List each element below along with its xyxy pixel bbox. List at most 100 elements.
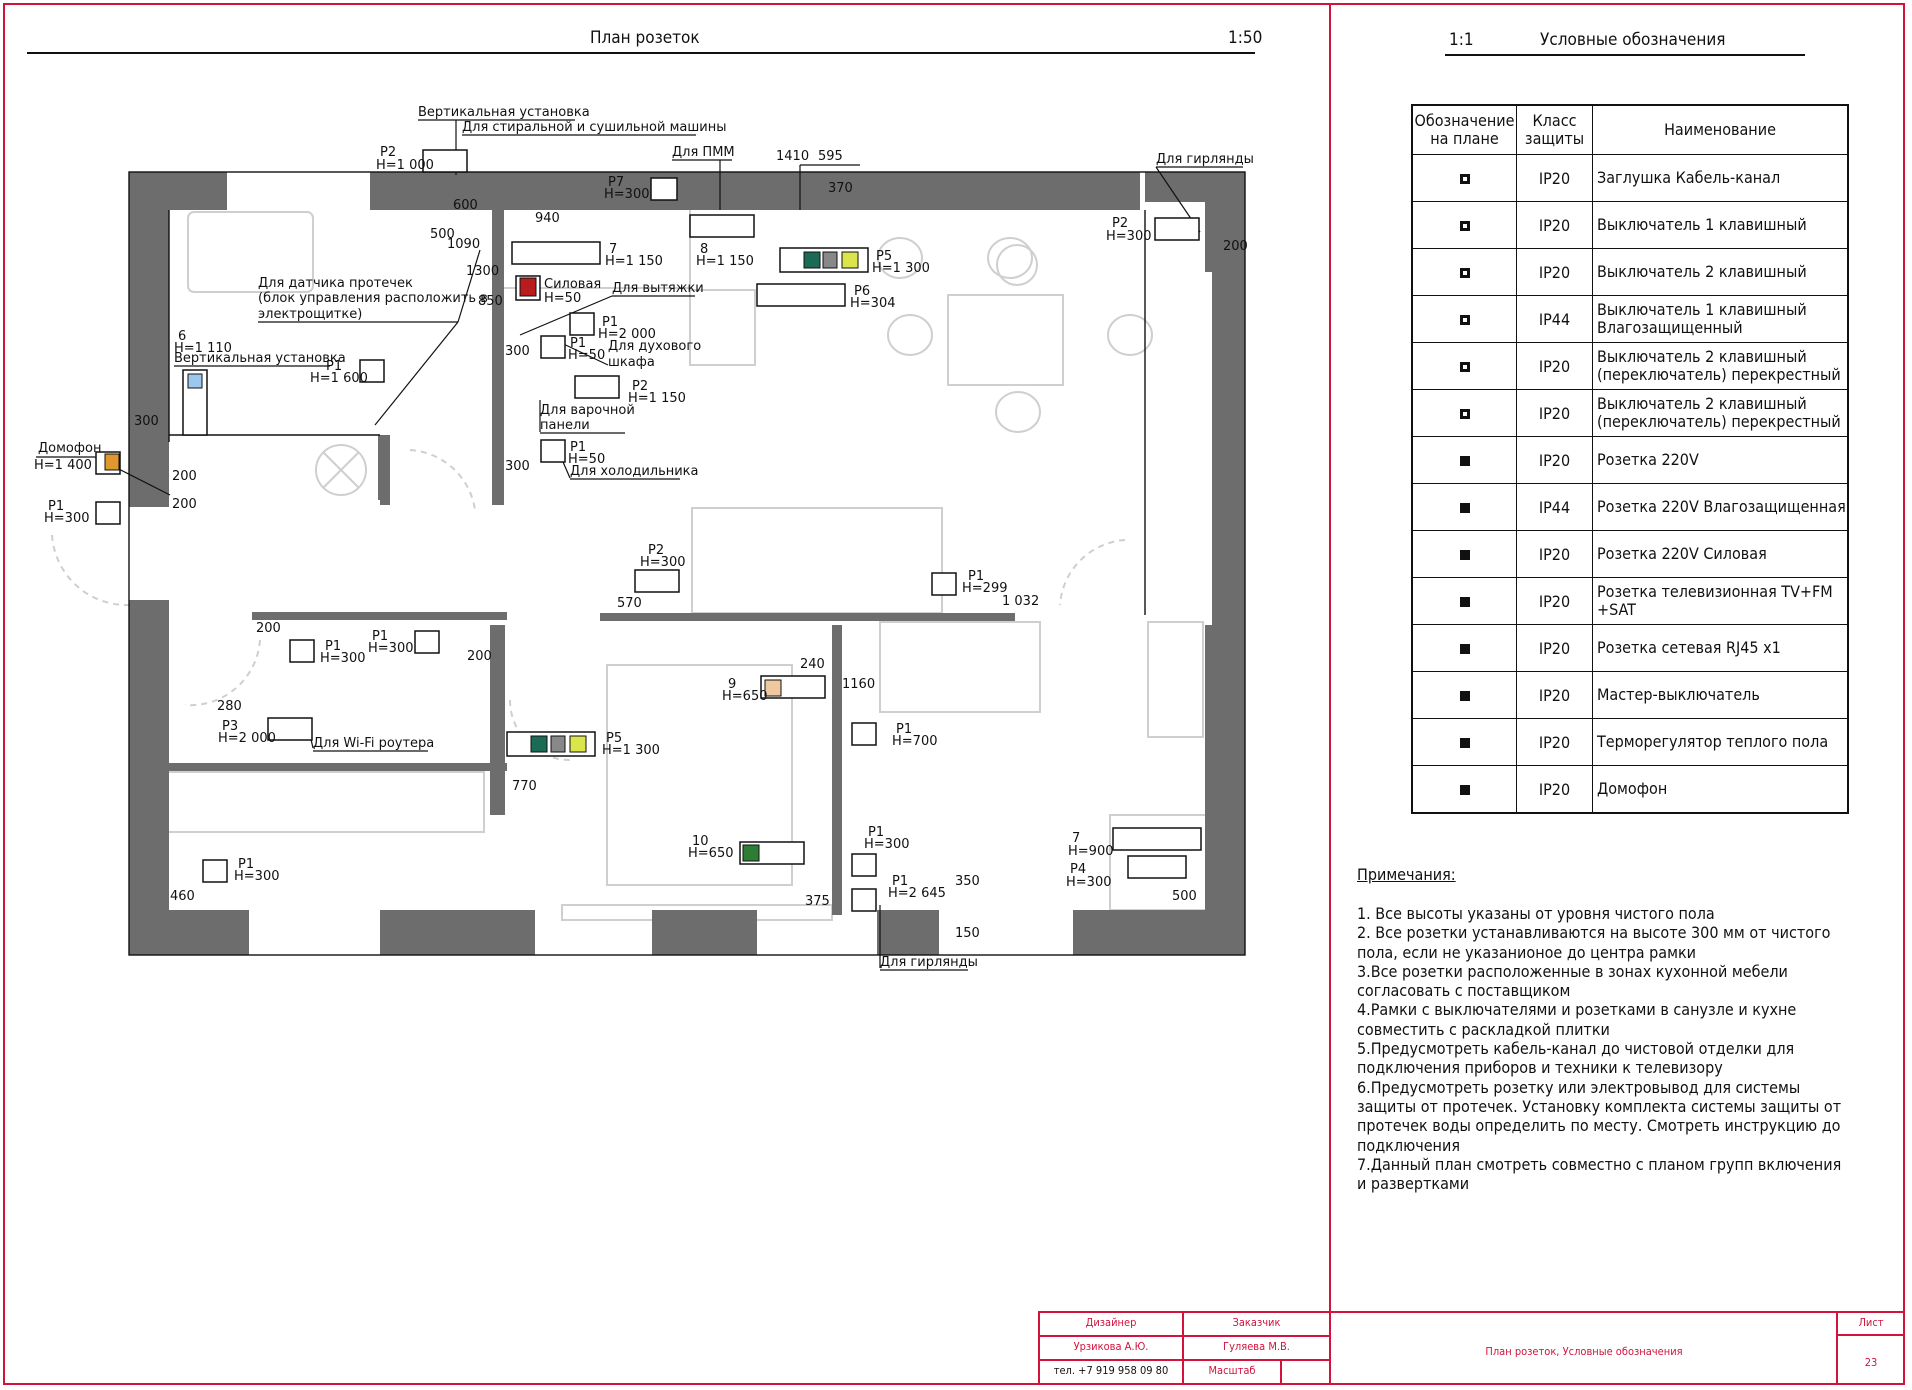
mark-line1: 6 bbox=[178, 329, 186, 344]
mark-line1: Р4 bbox=[1070, 862, 1086, 877]
note-item: 5.Предусмотреть кабель-канал до чистовой… bbox=[1357, 1039, 1795, 1078]
mark-line1: Р2 bbox=[380, 145, 396, 160]
legend-table: Обозначение на плане Класс защиты Наимен… bbox=[1411, 104, 1849, 814]
mark-line1: Р1 bbox=[896, 722, 912, 737]
mark-line1: Р2 bbox=[648, 543, 664, 558]
legend-item-name: Розетка 220V Влагозащищенная bbox=[1592, 483, 1849, 531]
dim: 240 bbox=[800, 657, 825, 672]
label-hob: Для варочной bbox=[540, 403, 635, 418]
stamp-designer-phone: тел. +7 919 958 09 80 bbox=[1053, 1364, 1169, 1377]
plan-title: План розеток bbox=[590, 28, 700, 48]
legend-item-name: Розетка 220V Силовая bbox=[1592, 530, 1849, 578]
legend-symbol-cell bbox=[1411, 436, 1517, 484]
legend-protection-class: IP20 bbox=[1516, 718, 1593, 766]
mark-line2: Н=299 bbox=[962, 581, 1007, 596]
legend-symbol-cell bbox=[1411, 718, 1517, 766]
mark-line1: Р7 bbox=[608, 175, 624, 190]
legend-protection-class: IP20 bbox=[1516, 624, 1593, 672]
mark-line1: Р1 bbox=[602, 315, 618, 330]
device-marks: Р2 Н=1 000 Р7 Н=300 Р2 Н=300 7 Н=1 150 8… bbox=[34, 145, 1151, 901]
legend-symbol-cell bbox=[1411, 530, 1517, 578]
note-item: 4.Рамки с выключателями и розетками в са… bbox=[1357, 1000, 1797, 1039]
mark-line1: Р2 bbox=[1112, 216, 1128, 231]
mark-line2: Н=300 bbox=[44, 511, 89, 526]
legend-item-name: Выключатель 1 клавишный bbox=[1592, 201, 1849, 249]
legend-protection-class: IP44 bbox=[1516, 483, 1593, 531]
mark-line1: Р3 bbox=[222, 719, 238, 734]
mark-line2: Н=304 bbox=[850, 296, 895, 311]
outline-layer bbox=[128, 171, 1246, 956]
mark-line2: Н=2 000 bbox=[598, 327, 656, 342]
legend-protection-class: IP20 bbox=[1516, 201, 1593, 249]
dim: 300 bbox=[505, 344, 530, 359]
mark-line2: Н=1 400 bbox=[34, 458, 92, 473]
legend-symbol-icon bbox=[1459, 408, 1470, 419]
mark-line2: Н=50 bbox=[568, 452, 605, 467]
label-power: Силовая bbox=[544, 277, 601, 292]
mark-line1: 10 bbox=[692, 834, 709, 849]
legend-protection-class: IP20 bbox=[1516, 530, 1593, 578]
legend-item-name: Мастер-выключатель bbox=[1592, 671, 1849, 719]
label-underlines bbox=[36, 119, 1243, 971]
legend-item-name: Розетка сетевая RJ45 x1 bbox=[1592, 624, 1849, 672]
dim: 300 bbox=[505, 459, 530, 474]
legend-symbol-icon bbox=[1459, 737, 1470, 748]
legend-protection-class: IP20 bbox=[1516, 248, 1593, 296]
colored-modules bbox=[104, 251, 859, 862]
plan-labels: Вертикальная установка Для стиральной и … bbox=[38, 105, 1254, 970]
legend-symbol-cell bbox=[1411, 248, 1517, 296]
legend-scale: 1:1 bbox=[1449, 30, 1474, 50]
dim: 770 bbox=[512, 779, 537, 794]
legend-protection-class: IP20 bbox=[1516, 154, 1593, 202]
label-hood: Для вытяжки bbox=[612, 281, 704, 296]
dim: 1090 bbox=[447, 237, 480, 252]
legend-symbol-cell bbox=[1411, 201, 1517, 249]
notes-list: 1. Все высоты указаны от уровня чистого … bbox=[1357, 904, 1842, 1193]
furniture-layer bbox=[51, 207, 1211, 921]
legend-row: IP20 Терморегулятор теплого пола bbox=[1411, 718, 1849, 766]
mark-line1: Р2 bbox=[632, 379, 648, 394]
plan-scale: 1:50 bbox=[1228, 28, 1263, 48]
dim: 200 bbox=[467, 649, 492, 664]
legend-header-class: Класс защиты bbox=[1516, 104, 1593, 155]
legend-protection-class: IP20 bbox=[1516, 577, 1593, 625]
legend-protection-class: IP20 bbox=[1516, 389, 1593, 437]
mark-line1: Р5 bbox=[876, 249, 892, 264]
legend-symbol-cell bbox=[1411, 154, 1517, 202]
legend-protection-class: IP44 bbox=[1516, 295, 1593, 343]
dim: 500 bbox=[430, 227, 455, 242]
mark-line1: Р1 bbox=[48, 499, 64, 514]
legend-item-name: Терморегулятор теплого пола bbox=[1592, 718, 1849, 766]
mark-line1: 7 bbox=[609, 242, 617, 257]
legend-row: IP20 Мастер-выключатель bbox=[1411, 671, 1849, 719]
legend-item-name: Заглушка Кабель-канал bbox=[1592, 154, 1849, 202]
label-vertical-install-2: Вертикальная установка bbox=[174, 351, 346, 366]
label-leak-sensor-2: (блок управления расположить в bbox=[258, 291, 488, 306]
mark-line2: Н=1 300 bbox=[602, 743, 660, 758]
mark-line2: Н=1 000 bbox=[376, 158, 434, 173]
legend-symbol-icon bbox=[1459, 549, 1470, 560]
mark-line1: Р1 bbox=[570, 440, 586, 455]
legend-symbol-icon bbox=[1459, 267, 1470, 278]
legend-symbol-cell bbox=[1411, 765, 1517, 814]
legend-symbol-icon bbox=[1459, 690, 1470, 701]
label-garland-1: Для гирлянды bbox=[1156, 152, 1254, 167]
legend-symbol-icon bbox=[1459, 361, 1470, 372]
legend-row: IP20 Домофон bbox=[1411, 765, 1849, 814]
dim: 500 bbox=[1172, 889, 1197, 904]
notes-title: Примечания: bbox=[1357, 865, 1456, 884]
legend-header-symbol: Обозначение на плане bbox=[1411, 104, 1517, 155]
dim: 1160 bbox=[842, 677, 875, 692]
legend-symbol-cell bbox=[1411, 671, 1517, 719]
mark-line1: Р1 bbox=[892, 874, 908, 889]
dim: 350 bbox=[955, 874, 980, 889]
mark-line1: Р5 bbox=[606, 731, 622, 746]
label-hob-2: панели bbox=[540, 418, 590, 433]
mark-line1: 9 bbox=[728, 677, 736, 692]
note-item: 6.Предусмотреть розетку или электровывод… bbox=[1357, 1077, 1842, 1155]
